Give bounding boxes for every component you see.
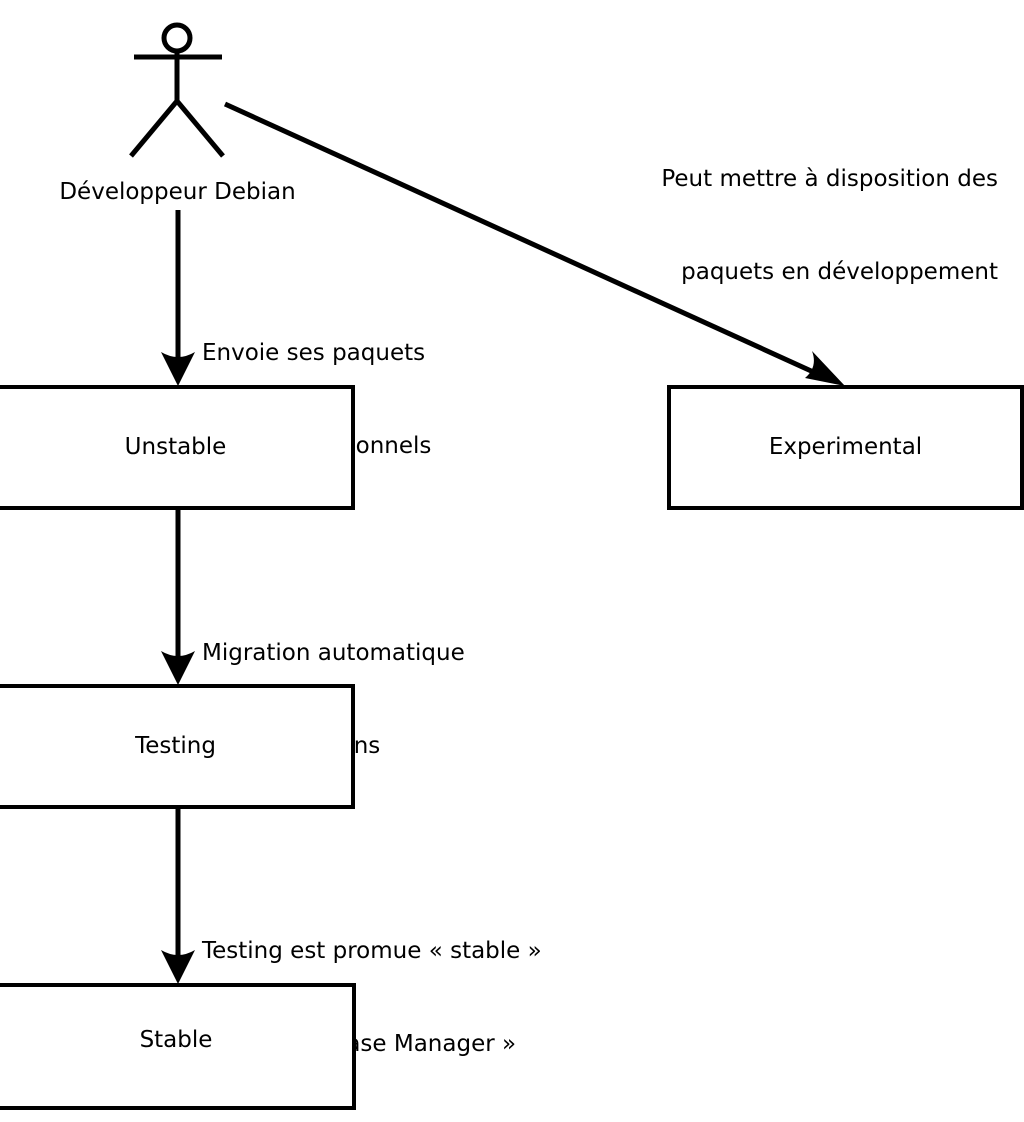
node-testing[interactable]: Testing (0, 684, 355, 809)
edge-label-line1: Envoie ses paquets (202, 340, 426, 366)
arrow-dev-to-experimental (223, 101, 845, 386)
node-stable-label: Stable (139, 1026, 213, 1053)
actor-caption: Développeur Debian (59, 179, 296, 205)
node-unstable-label: Unstable (124, 433, 227, 460)
actor-head-icon (161, 22, 193, 54)
actor-leg-left-icon (129, 99, 179, 158)
edge-label-line1: Migration automatique (202, 640, 465, 666)
edge-label-line2: paquets en développement (681, 259, 998, 285)
node-testing-label: Testing (135, 732, 216, 759)
node-unstable[interactable]: Unstable (0, 385, 355, 510)
node-experimental[interactable]: Experimental (667, 385, 1024, 510)
node-experimental-label: Experimental (768, 433, 923, 460)
edge-label-line1: Peut mettre à disposition des (661, 166, 998, 192)
arrow-unstable-to-testing (161, 510, 195, 685)
arrow-testing-to-stable (161, 809, 195, 984)
edge-label-line1: Testing est promue « stable » (202, 938, 542, 964)
edge-label-dev-to-experimental: Peut mettre à disposition des paquets en… (598, 102, 998, 350)
actor-leg-right-icon (175, 99, 225, 158)
node-stable[interactable]: Stable (0, 983, 356, 1110)
arrow-dev-to-unstable (161, 210, 195, 386)
stick-figure-actor-icon (129, 22, 225, 158)
